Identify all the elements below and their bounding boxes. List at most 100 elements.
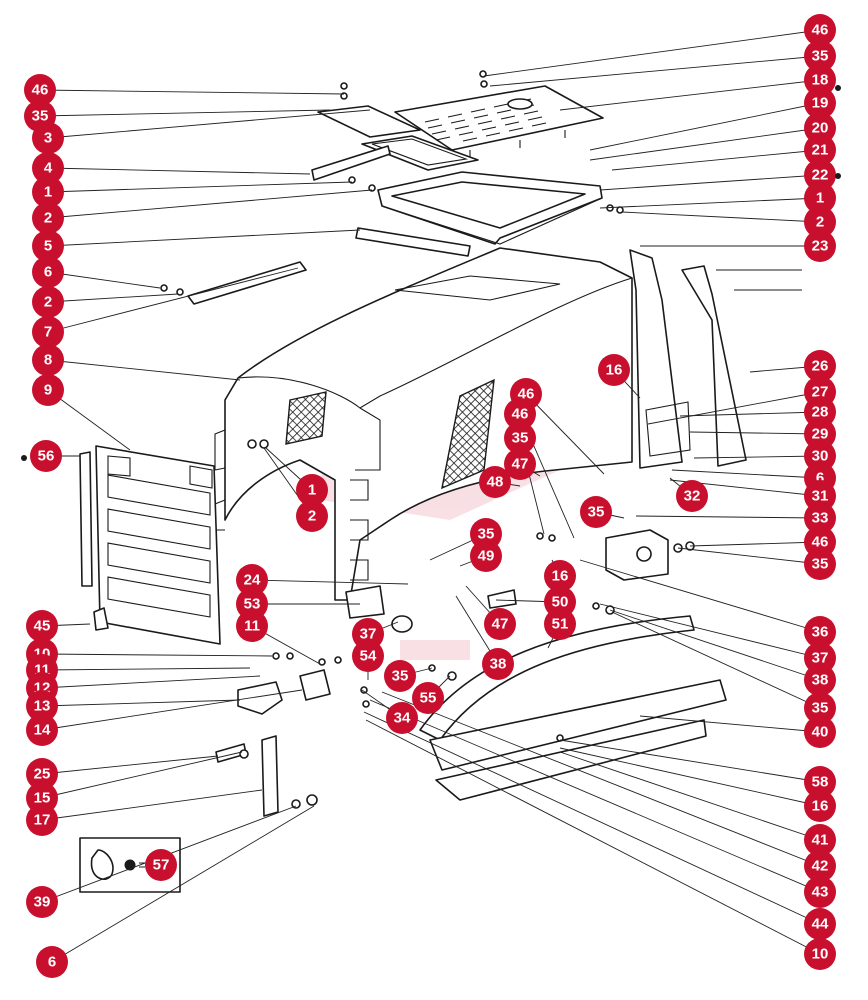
callout-number: 7 (44, 324, 52, 341)
callout-number: 40 (812, 724, 829, 741)
trim-bar-5 (355, 227, 471, 257)
callout-balloon (804, 716, 836, 748)
callout-35: 35 (804, 692, 836, 724)
callout-balloon (804, 526, 836, 558)
callout-number: 8 (44, 352, 52, 369)
callout-53: 53 (236, 588, 268, 620)
callout-balloon (36, 946, 68, 978)
callout-number: 31 (812, 488, 829, 505)
callout-number: 38 (812, 672, 829, 689)
kit-callout: 57 (145, 849, 177, 881)
callout-number: 46 (812, 534, 829, 551)
callout-balloon (544, 586, 576, 618)
callout-balloon (804, 64, 836, 96)
callout-number: 25 (34, 766, 51, 783)
callout-number: 3 (44, 130, 52, 147)
callout-balloon (352, 640, 384, 672)
callout-balloon (352, 618, 384, 650)
leader-line (559, 79, 821, 111)
strap-7 (187, 261, 307, 305)
callout-35: 35 (504, 422, 536, 454)
callout-21: 21 (804, 134, 836, 166)
callout-47: 47 (484, 608, 516, 640)
hinge-bracket-24 (345, 585, 385, 619)
leader-line (559, 747, 821, 807)
callout-balloon (26, 886, 58, 918)
leader-line (41, 789, 263, 821)
callout-balloon (32, 316, 64, 348)
callout-3: 3 (32, 122, 64, 154)
callout-number: 29 (812, 426, 829, 443)
callout-balloon (32, 344, 64, 376)
hood-body (214, 247, 633, 601)
callout-balloon (26, 804, 58, 836)
leader-line (671, 469, 821, 479)
callout-number: 48 (487, 474, 504, 491)
leader-line (47, 167, 311, 175)
callout-balloon (804, 938, 836, 970)
callout-balloon (804, 206, 836, 238)
callout-19: 19 (804, 87, 836, 119)
callout-26: 26 (804, 350, 836, 382)
callout-number: 10 (812, 946, 829, 963)
callout-balloon (804, 87, 836, 119)
callout-number: 24 (244, 572, 261, 589)
callout-7: 7 (32, 316, 64, 348)
leader-line (47, 189, 373, 219)
callout-number: 45 (34, 618, 51, 635)
leader-line (579, 559, 821, 633)
leader-line (525, 393, 605, 475)
callout-balloon (804, 692, 836, 724)
callout-number: 39 (34, 894, 51, 911)
callout-number: 14 (34, 722, 51, 739)
callout-31: 31 (804, 480, 836, 512)
callout-40: 40 (804, 716, 836, 748)
callout-29: 29 (804, 418, 836, 450)
callout-51: 51 (544, 608, 576, 640)
callout-1: 1 (296, 474, 328, 506)
callout-37: 37 (804, 642, 836, 674)
leader-line (559, 751, 821, 841)
leader-line (611, 611, 821, 709)
callout-number: 2 (816, 214, 824, 231)
callout-56: 56 (30, 440, 62, 472)
callout-number: 49 (478, 548, 495, 565)
callout-number: 2 (308, 508, 316, 525)
callout-balloon (804, 159, 836, 191)
callout-13: 13 (26, 690, 58, 722)
callout-23: 23 (804, 230, 836, 262)
leader-line (693, 455, 821, 459)
callout-number: 9 (44, 382, 52, 399)
callout-45: 45 (26, 610, 58, 642)
callout-25: 25 (26, 758, 58, 790)
callout-balloon (504, 448, 536, 480)
roof-vent-panel (394, 85, 604, 158)
callout-balloon (32, 176, 64, 208)
callout-balloon (804, 396, 836, 428)
callout-41: 41 (804, 824, 836, 856)
callout-58: 58 (804, 766, 836, 798)
callout-balloon (32, 230, 64, 262)
callout-1: 1 (32, 176, 64, 208)
parts-artwork (79, 70, 747, 893)
callout-number: 13 (34, 698, 51, 715)
callout-number: 50 (552, 594, 569, 611)
callout-number: 41 (812, 832, 829, 849)
leader-line (599, 174, 821, 191)
callout-balloon (804, 876, 836, 908)
leader-line (47, 267, 299, 333)
callout-32: 32 (676, 480, 708, 512)
callout-33: 33 (804, 502, 836, 534)
callout-balloon (804, 440, 836, 472)
page-edge-marks (21, 85, 841, 461)
callout-number: 1 (816, 190, 824, 207)
callout-balloon (479, 466, 511, 498)
leader-line (41, 689, 303, 731)
callout-number: 18 (812, 72, 829, 89)
callout-number: 37 (812, 650, 829, 667)
callout-38: 38 (482, 648, 514, 680)
callout-number: 56 (38, 448, 55, 465)
callout-8: 8 (32, 344, 64, 376)
